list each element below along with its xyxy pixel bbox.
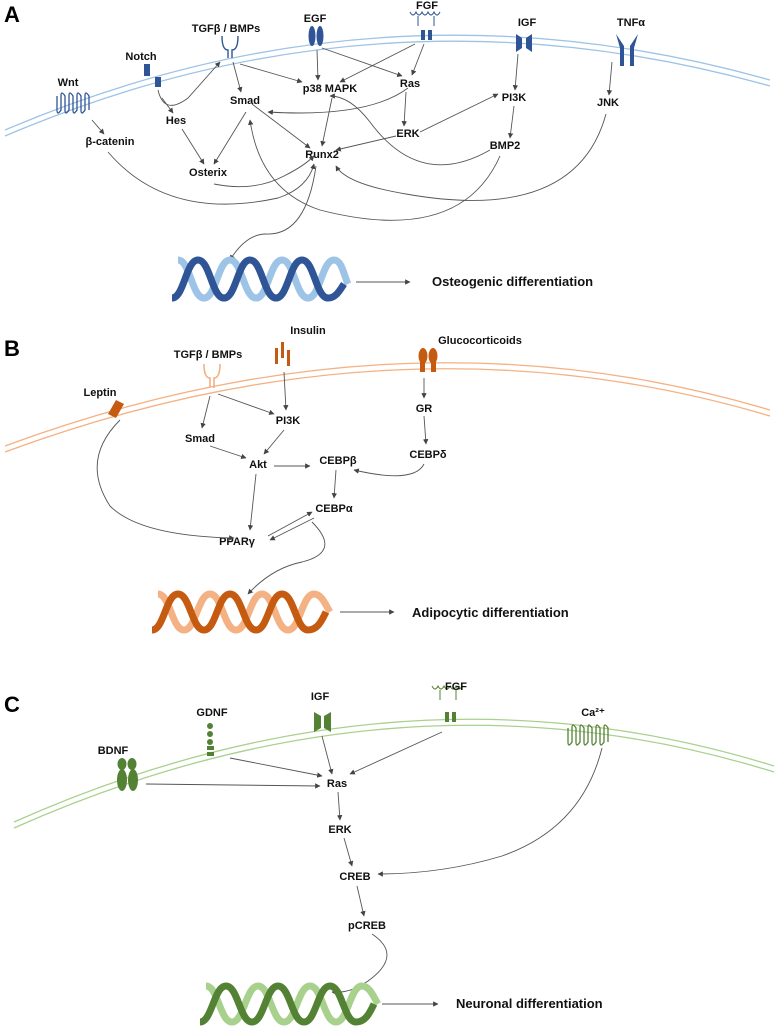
tnfa-receptor-icon (616, 34, 638, 66)
panel-letter-c: C (4, 692, 20, 717)
node-b-gr: GR (416, 403, 433, 415)
label-egf: EGF (304, 13, 327, 25)
label-tgfb: TGFβ / BMPs (192, 23, 260, 35)
wnt-receptor-icon (56, 92, 90, 114)
node-a-p38: p38 MAPK (303, 83, 357, 95)
label-c-calcium: Ca²⁺ (581, 707, 605, 719)
node-c-erk: ERK (328, 824, 351, 836)
membrane-c (13, 718, 775, 829)
label-b-tgfb: TGFβ / BMPs (174, 349, 242, 361)
label-tnfa: TNFα (617, 17, 645, 29)
label-wnt: Wnt (58, 77, 79, 89)
label-b-glucocorticoids: Glucocorticoids (438, 335, 522, 347)
dna-helix-b-icon (150, 590, 333, 634)
node-b-pparg: PPARγ (219, 536, 256, 548)
label-b-insulin: Insulin (290, 325, 326, 337)
label-c-bdnf: BDNF (98, 745, 129, 757)
node-a-smad: Smad (230, 95, 260, 107)
insulin-receptor-icon (275, 342, 290, 366)
panel-letter-b: B (4, 336, 20, 361)
edges-c (145, 731, 603, 1007)
label-c-gdnf: GDNF (196, 707, 227, 719)
fgf-receptor-c-icon (431, 684, 463, 722)
node-b-cebpd: CEBPδ (409, 449, 447, 461)
panel-a: A (4, 0, 771, 302)
node-a-erk: ERK (396, 128, 419, 140)
leptin-receptor-icon (108, 400, 124, 418)
dna-helix-c-icon (198, 982, 381, 1026)
membrane-a (4, 34, 771, 137)
node-a-bcatenin: β-catenin (86, 136, 135, 148)
igf-receptor-icon (516, 34, 532, 52)
node-b-cebpa: CEBPα (315, 503, 353, 515)
panel-b: B TGFβ / BMPs Insulin Glucocorticoids Le… (4, 325, 771, 634)
outcome-a: Osteogenic differentiation (432, 274, 593, 289)
node-a-pi3k: PI3K (502, 92, 527, 104)
outcome-b: Adipocytic differentiation (412, 605, 569, 620)
gdnf-receptor-icon (207, 723, 214, 756)
label-fgf: FGF (416, 0, 438, 12)
node-c-ras: Ras (327, 778, 347, 790)
label-c-igf: IGF (311, 691, 330, 703)
edges-a (91, 43, 613, 285)
edges-b (96, 371, 429, 615)
glucocorticoid-receptor-icon (418, 348, 438, 372)
egf-receptor-icon (308, 26, 324, 46)
calcium-channel-icon (567, 724, 609, 746)
fgf-receptor-icon (409, 10, 441, 40)
label-notch: Notch (125, 51, 156, 63)
label-c-fgf: FGF (445, 681, 467, 693)
node-a-bmp2: BMP2 (490, 140, 521, 152)
node-b-pi3k: PI3K (276, 415, 301, 427)
tgfb-receptor-b-icon (203, 363, 221, 388)
outcome-c: Neuronal differentiation (456, 996, 603, 1011)
igf-receptor-c-icon (314, 712, 331, 732)
node-b-cebpb: CEBPβ (319, 455, 357, 467)
node-c-creb: CREB (339, 871, 370, 883)
node-b-smad: Smad (185, 433, 215, 445)
panel-c: C GDNF (4, 681, 775, 1026)
notch-receptor-icon (144, 64, 161, 87)
label-b-leptin: Leptin (84, 387, 117, 399)
node-a-jnk: JNK (597, 97, 619, 109)
node-a-osterix: Osterix (189, 167, 228, 179)
bdnf-receptor-icon (117, 758, 138, 791)
dna-helix-a-icon (170, 256, 352, 302)
tgfb-receptor-icon (221, 35, 239, 58)
panel-letter-a: A (4, 2, 20, 27)
label-igf: IGF (518, 17, 537, 29)
node-b-akt: Akt (249, 459, 267, 471)
node-c-pcreb: pCREB (348, 920, 386, 932)
node-a-hes: Hes (166, 115, 186, 127)
node-a-ras: Ras (400, 78, 420, 90)
